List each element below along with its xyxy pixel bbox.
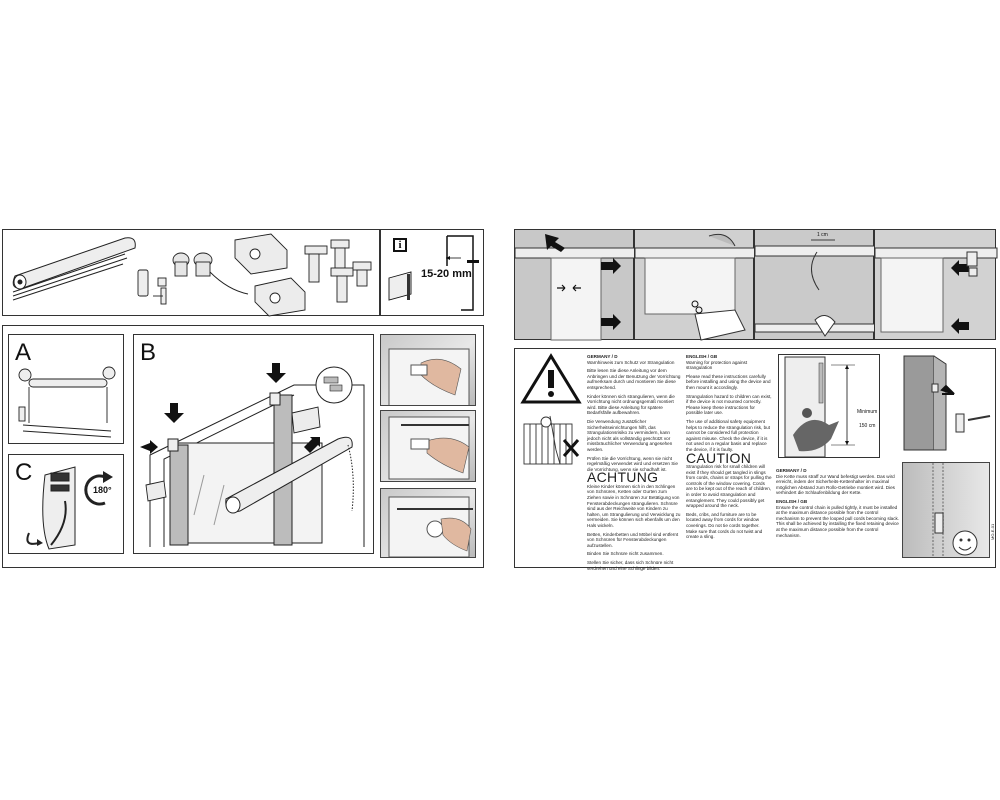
minimum-value: 150 cm xyxy=(859,423,876,429)
german-paragraph: Die Verwendung zusätzlicher Sicherheitse… xyxy=(587,418,673,452)
chain-en-text: Ensure the control chain is pulled tight… xyxy=(776,504,900,538)
crib-illustration xyxy=(523,415,580,465)
info-icon: i xyxy=(393,238,407,252)
step-3: 1 cm xyxy=(754,229,876,340)
english-subheader: Warning for protection against strangula… xyxy=(686,359,748,371)
chain-de-text: Die Kette muss straff zur Wand befestigt… xyxy=(776,473,895,496)
english-paragraph: The use of additional safety equipment h… xyxy=(686,418,771,452)
document-code: MO-E-01 xyxy=(990,523,995,540)
german-body: Kleine Kinder können sich in den Schling… xyxy=(587,483,681,529)
english-header: ENGLISH / GB xyxy=(686,354,718,359)
warning-triangle-icon xyxy=(520,353,582,404)
panel-c-illustration xyxy=(26,466,113,550)
panel-b-illustration xyxy=(140,363,365,547)
panel-a-label: A xyxy=(15,339,32,366)
step-2 xyxy=(634,229,756,341)
english-body: Strangulation risk for small children wi… xyxy=(686,464,772,509)
panel-c-label: C xyxy=(15,459,33,486)
parts-illustration xyxy=(12,233,372,317)
german-warning-text: GERMANY / D Warnhinweis zum Schutz vor S… xyxy=(587,354,681,574)
panel-b: B xyxy=(133,334,374,554)
measure-label: 15-20 mm xyxy=(421,268,472,280)
german-paragraph: Bitte lesen Sie diese Anleitung vor dem … xyxy=(587,368,681,390)
wall-mount-illustration xyxy=(903,355,991,451)
chain-instructions: GERMANY / D Die Kette muss straff zur Wa… xyxy=(776,468,900,541)
panel-c: C 180° xyxy=(8,454,124,554)
german-body: Binden Sie Schnüre nicht zusammen. xyxy=(587,551,664,557)
english-paragraph: Strangulation hazard to children can exi… xyxy=(686,393,772,416)
parts-overview-box xyxy=(2,229,380,317)
minimum-height-illustration: Minimum 150 cm xyxy=(778,354,880,458)
english-title: CAUTION xyxy=(686,449,752,466)
wall-brackets xyxy=(234,233,306,317)
info-box: i 15-20 mm xyxy=(380,229,484,316)
chain-de-header: GERMANY / D xyxy=(776,468,807,473)
german-paragraph: Prüfen Sie die Vorrichtung, wenn sie nic… xyxy=(587,455,678,472)
english-warning-text: ENGLISH / GB Warning for protection agai… xyxy=(686,354,772,543)
roller-tube-illustration xyxy=(12,237,136,301)
detail-circle xyxy=(315,366,353,404)
chain-en-header: ENGLISH / GB xyxy=(776,498,808,504)
chain-holder-parts xyxy=(137,269,167,305)
english-body: Beds, cribs, and furniture are to be loc… xyxy=(686,511,763,540)
arrows xyxy=(140,363,320,454)
panel-b-label: B xyxy=(140,339,157,366)
minimum-label: Minimum xyxy=(857,409,878,415)
clip-measure-illustration xyxy=(388,235,479,311)
german-subheader: Warnhinweis zum Schutz vor Strangulation xyxy=(587,359,675,365)
roller-illustration xyxy=(225,436,354,514)
german-paragraph: Kinder können sich strangulieren, wenn d… xyxy=(587,393,675,416)
ceiling-clips xyxy=(304,239,372,303)
german-title: ACHTUNG xyxy=(587,469,659,486)
panel-a: A xyxy=(8,334,124,444)
chain-photo xyxy=(902,462,990,558)
panel-a-illustration xyxy=(18,366,116,438)
end-cap-parts xyxy=(172,252,249,295)
german-body: Stellen Sie sicher, dass sich Schnüre ni… xyxy=(587,560,674,571)
rotation-label: 180° xyxy=(93,485,112,495)
german-body: Betten, Kinderbetten und Möbel sind entf… xyxy=(587,531,679,548)
english-paragraph: Please read these instructions carefully… xyxy=(686,373,771,390)
install-photo-1 xyxy=(380,334,476,406)
bracket-parts xyxy=(145,406,321,502)
step-1 xyxy=(514,229,636,341)
install-photo-3 xyxy=(380,488,476,558)
german-header: GERMANY / D xyxy=(587,354,618,359)
step-4 xyxy=(874,229,998,340)
strip-measure-label: 1 cm xyxy=(817,232,828,238)
install-photo-2 xyxy=(380,410,476,482)
